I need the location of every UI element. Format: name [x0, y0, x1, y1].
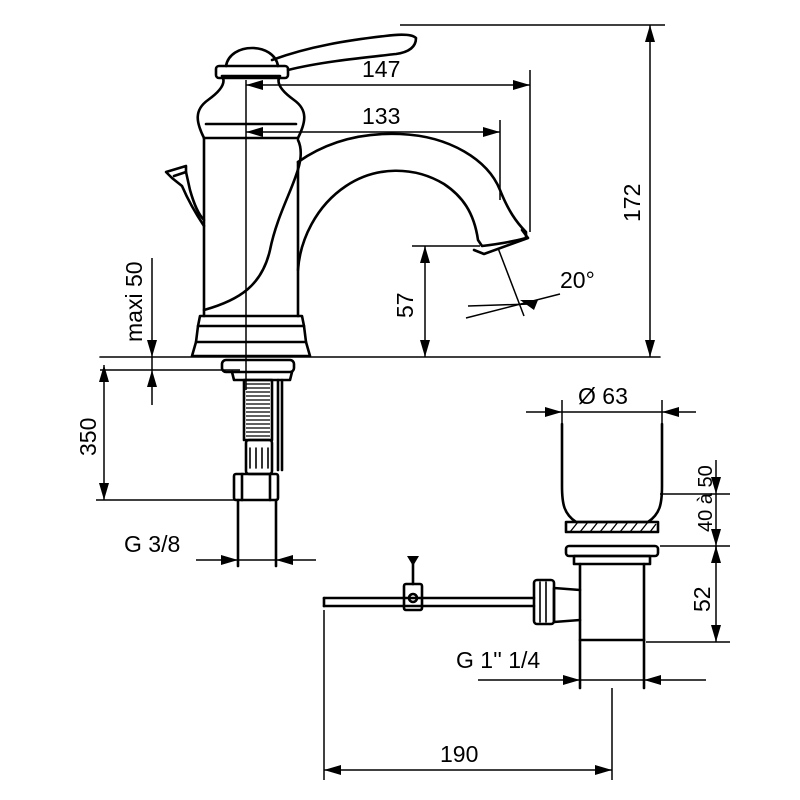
label-reach-total: 147 [362, 56, 400, 82]
dimension-lines [96, 24, 730, 780]
dimension-labels: 147 133 172 57 20° maxi 50 350 G 3/8 Ø 6… [75, 56, 717, 767]
label-deck-thickness: maxi 50 [121, 261, 147, 342]
waste-assembly [322, 422, 664, 690]
label-rod-length: 190 [440, 741, 478, 767]
label-height-total: 172 [619, 184, 645, 222]
label-hose-thread: G 3/8 [124, 531, 180, 557]
supply-hose [220, 358, 296, 568]
label-waste-diameter: Ø 63 [578, 383, 628, 409]
mixer-tap [99, 33, 661, 358]
label-waste-thread: G 1'' 1/4 [456, 647, 540, 673]
label-waste-adjust: 40 à 50 [695, 465, 717, 532]
label-waste-height: 52 [689, 586, 715, 612]
label-spout-height: 57 [392, 292, 418, 318]
label-spout-angle: 20° [560, 267, 595, 293]
label-reach-spout: 133 [362, 103, 400, 129]
label-hose-length: 350 [75, 418, 101, 456]
